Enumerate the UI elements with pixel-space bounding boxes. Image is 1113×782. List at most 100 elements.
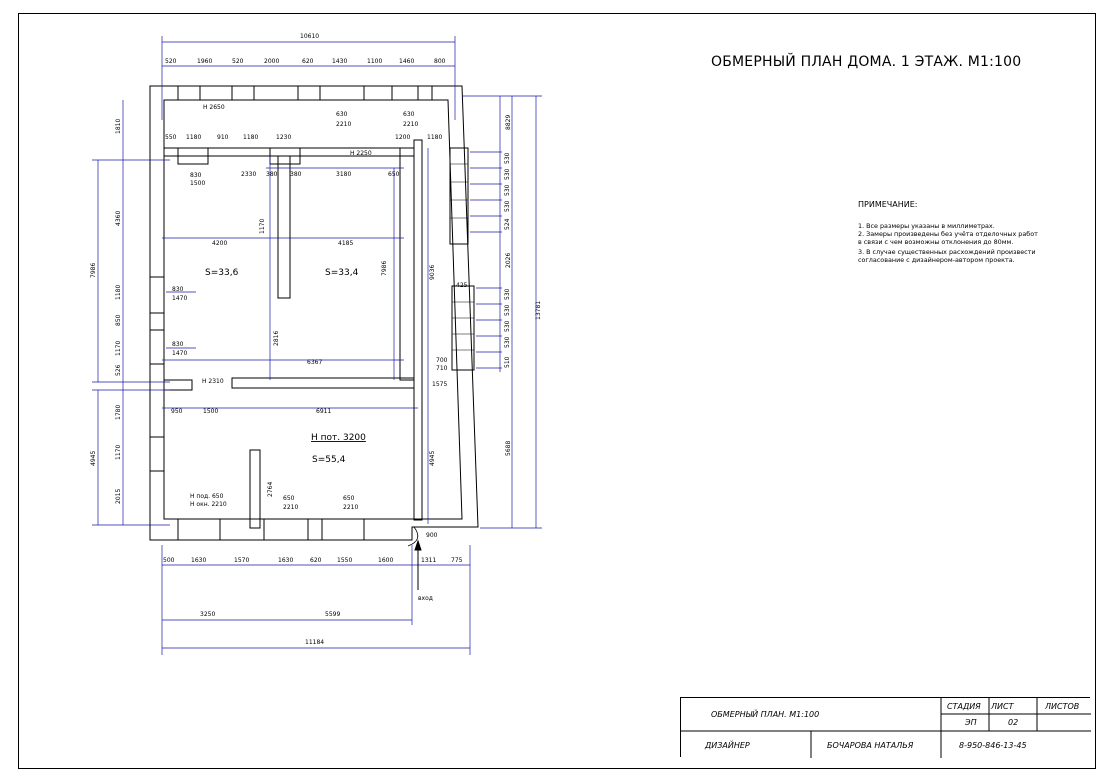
dim-right: 8829 <box>505 115 512 130</box>
dim-right: 2026 <box>505 253 512 268</box>
dim-interior: 1500 <box>190 180 205 187</box>
room-area-bottom: S=55,4 <box>312 455 346 465</box>
dim-interior: 630 <box>336 111 348 118</box>
note-line: 3. В случае существенных расхождений про… <box>858 248 1036 256</box>
dim-right: 4945 <box>429 451 436 466</box>
dim-bottom: 1550 <box>337 557 352 564</box>
dim-interior: 425 <box>456 282 468 289</box>
dim-interior: 950 <box>171 408 183 415</box>
dim-interior: 1200 <box>395 134 410 141</box>
dim-top: 1430 <box>332 58 347 65</box>
note-line: 2. Замеры произведены без учёта отделочн… <box>858 230 1038 238</box>
dim-step: 530 <box>504 304 511 316</box>
dim-bottom: 775 <box>451 557 463 564</box>
dim-interior: 830 <box>172 341 184 348</box>
dim-right: 9036 <box>429 265 436 280</box>
dim-interior: 830 <box>172 286 184 293</box>
dim-bottom: 1311 <box>421 557 436 564</box>
dim-step: 530 <box>504 200 511 212</box>
ceiling-height: H пот. 3200 <box>311 433 366 443</box>
designer-label: ДИЗАЙНЕР <box>705 741 750 750</box>
dim-left: 4945 <box>90 451 97 466</box>
dim-left: 850 <box>115 314 122 326</box>
dim-interior: 1170 <box>259 219 266 234</box>
plan-walls <box>149 85 479 541</box>
dim-step: 530 <box>504 168 511 180</box>
note-line: 1. Все размеры указаны в миллиметрах. <box>858 222 995 230</box>
title-block: ОБМЕРНЫЙ ПЛАН. М1:100 СТАДИЯ ЛИСТ ЛИСТОВ… <box>680 697 1091 758</box>
dim-bottom: 1630 <box>278 557 293 564</box>
dim-bottom: 1630 <box>191 557 206 564</box>
dim-interior: 1180 <box>186 134 201 141</box>
note-line: в связи с чем возможны отклонения до 80м… <box>858 238 1014 246</box>
dimension-lines <box>92 36 542 655</box>
dim-interior: 2764 <box>267 482 274 497</box>
dim-interior: 710 <box>436 365 448 372</box>
dim-top: 1460 <box>399 58 414 65</box>
dim-interior: 6367 <box>307 359 322 366</box>
dim-step: 510 <box>504 356 511 368</box>
dim-interior: 630 <box>403 111 415 118</box>
phone-number: 8-950-846-13-45 <box>959 741 1027 750</box>
drawing-frame <box>18 13 1096 769</box>
dim-step: 524 <box>504 218 511 230</box>
dim-interior: H 2650 <box>203 104 225 111</box>
dim-interior: 2210 <box>283 504 298 511</box>
dim-interior: 7986 <box>381 261 388 276</box>
dim-bottom: 1600 <box>378 557 393 564</box>
sheet-label: ЛИСТ <box>991 702 1014 711</box>
dim-interior: 6911 <box>316 408 331 415</box>
dim-right: 5688 <box>505 441 512 456</box>
sheets-label: ЛИСТОВ <box>1045 702 1080 711</box>
dim-step: 530 <box>504 184 511 196</box>
dim-bottom-total: 11184 <box>305 639 324 646</box>
dim-interior: 1230 <box>276 134 291 141</box>
dim-step: 530 <box>504 336 511 348</box>
dim-interior: 2210 <box>403 121 418 128</box>
dim-bottom: 1570 <box>234 557 249 564</box>
dim-left: 1810 <box>115 119 122 134</box>
entrance-arrow <box>414 539 422 590</box>
dim-interior: 1180 <box>427 134 442 141</box>
stage-label: СТАДИЯ <box>947 702 981 711</box>
dim-top: 1960 <box>197 58 212 65</box>
staircase-steps <box>450 163 474 351</box>
dim-right: 13781 <box>535 301 542 320</box>
dim-interior: 1470 <box>172 350 187 357</box>
dim-interior: 1500 <box>203 408 218 415</box>
dim-step: 530 <box>504 152 511 164</box>
dim-step: 530 <box>504 320 511 332</box>
dim-left: 2015 <box>115 489 122 504</box>
dim-interior: 2816 <box>273 331 280 346</box>
entrance-door <box>407 526 419 547</box>
dim-interior: 550 <box>165 134 177 141</box>
dim-interior: 700 <box>436 357 448 364</box>
room-area-left: S=33,6 <box>205 268 239 278</box>
sheet-value: 02 <box>1008 718 1019 727</box>
dim-interior: 650 <box>283 495 295 502</box>
dim-interior: 910 <box>217 134 229 141</box>
stage-value: ЭП <box>965 718 977 727</box>
dim-top: 520 <box>165 58 177 65</box>
dim-interior: H 2310 <box>202 378 224 385</box>
dim-interior: 1470 <box>172 295 187 302</box>
entrance-label: вход <box>418 595 433 602</box>
dim-bottom: 5599 <box>325 611 340 618</box>
dim-interior: 650 <box>343 495 355 502</box>
dim-left: 1180 <box>115 285 122 300</box>
dim-interior: 1180 <box>243 134 258 141</box>
dim-interior: 900 <box>426 532 438 539</box>
dim-left: 7986 <box>90 263 97 278</box>
dim-top: 1100 <box>367 58 382 65</box>
dim-interior: 3180 <box>336 171 351 178</box>
dim-left: 1170 <box>115 445 122 460</box>
dim-left: 526 <box>115 364 122 376</box>
dim-interior: 650 <box>388 171 400 178</box>
dim-left: 4360 <box>115 211 122 226</box>
dim-interior: H под. 650 <box>190 493 224 500</box>
dim-interior: 380 <box>290 171 302 178</box>
dim-left: 1780 <box>115 405 122 420</box>
dim-top-total: 10610 <box>300 33 319 40</box>
dim-top: 2000 <box>264 58 279 65</box>
dim-left: 1170 <box>115 341 122 356</box>
